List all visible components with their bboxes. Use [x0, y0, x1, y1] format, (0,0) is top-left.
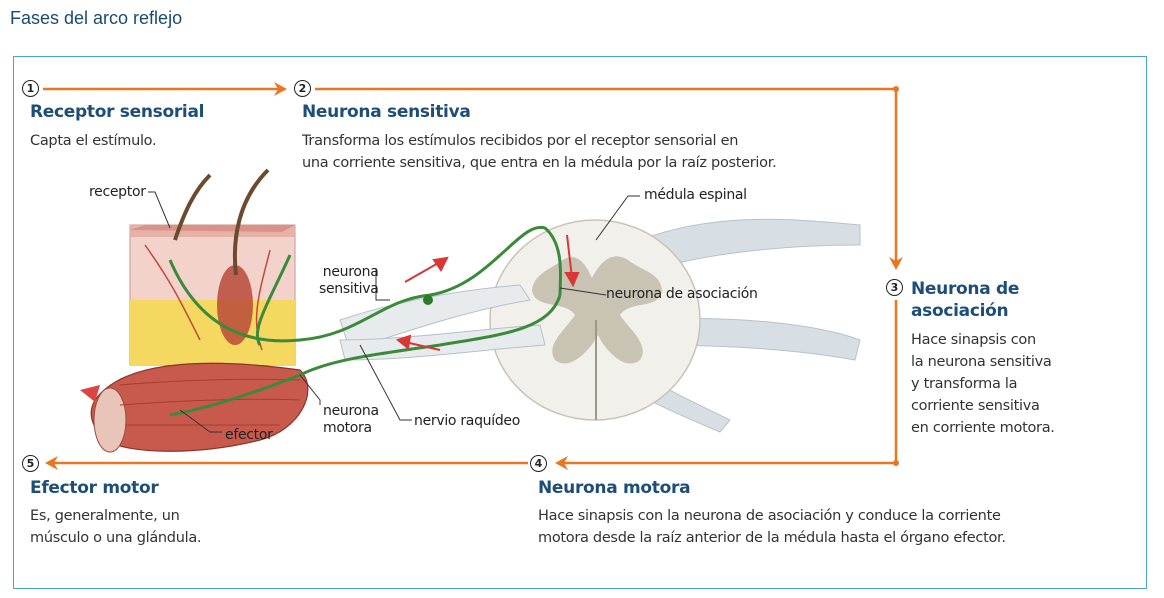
label-medula-espinal: médula espinal	[644, 187, 747, 204]
label-receptor: receptor	[89, 184, 146, 201]
spinal-cord	[490, 220, 700, 420]
label-efector: efector	[225, 427, 273, 444]
label-neurona-sensitiva: neurona sensitiva	[319, 264, 379, 298]
label-neurona-asociacion: neurona de asociación	[606, 286, 758, 303]
label-nervio-raquideo: nervio raquídeo	[414, 413, 520, 430]
label-neurona-motora: neurona motora	[323, 403, 379, 437]
muscle-effector	[80, 363, 308, 452]
skin-block	[130, 170, 295, 365]
